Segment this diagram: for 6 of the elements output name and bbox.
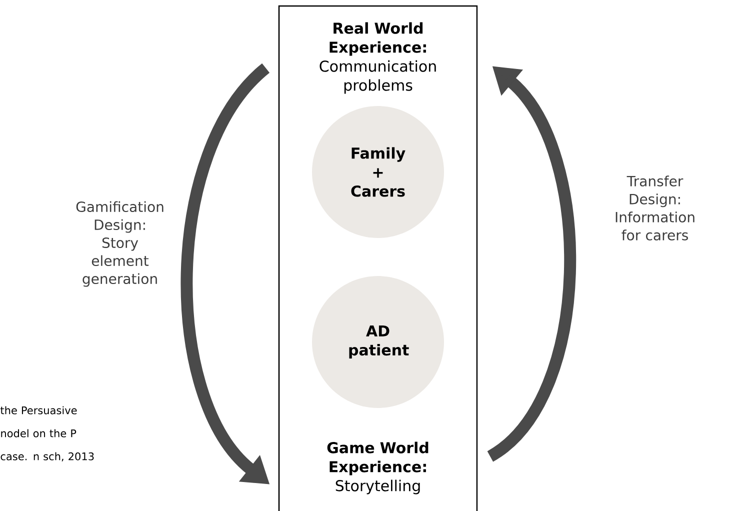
- caption-text: the Persuasive nodel on the P case. n sch, 2013: [0, 406, 94, 462]
- heading-text: Real World Experience: Communication problems: [320, 22, 436, 94]
- edge-label: Gamification Design: Story element generation: [76, 201, 164, 287]
- edge-label: Transfer Design: Information for carers: [616, 176, 694, 240]
- heading-text: Game World Experience: Storytelling: [327, 442, 428, 494]
- frame-box: [278, 5, 478, 511]
